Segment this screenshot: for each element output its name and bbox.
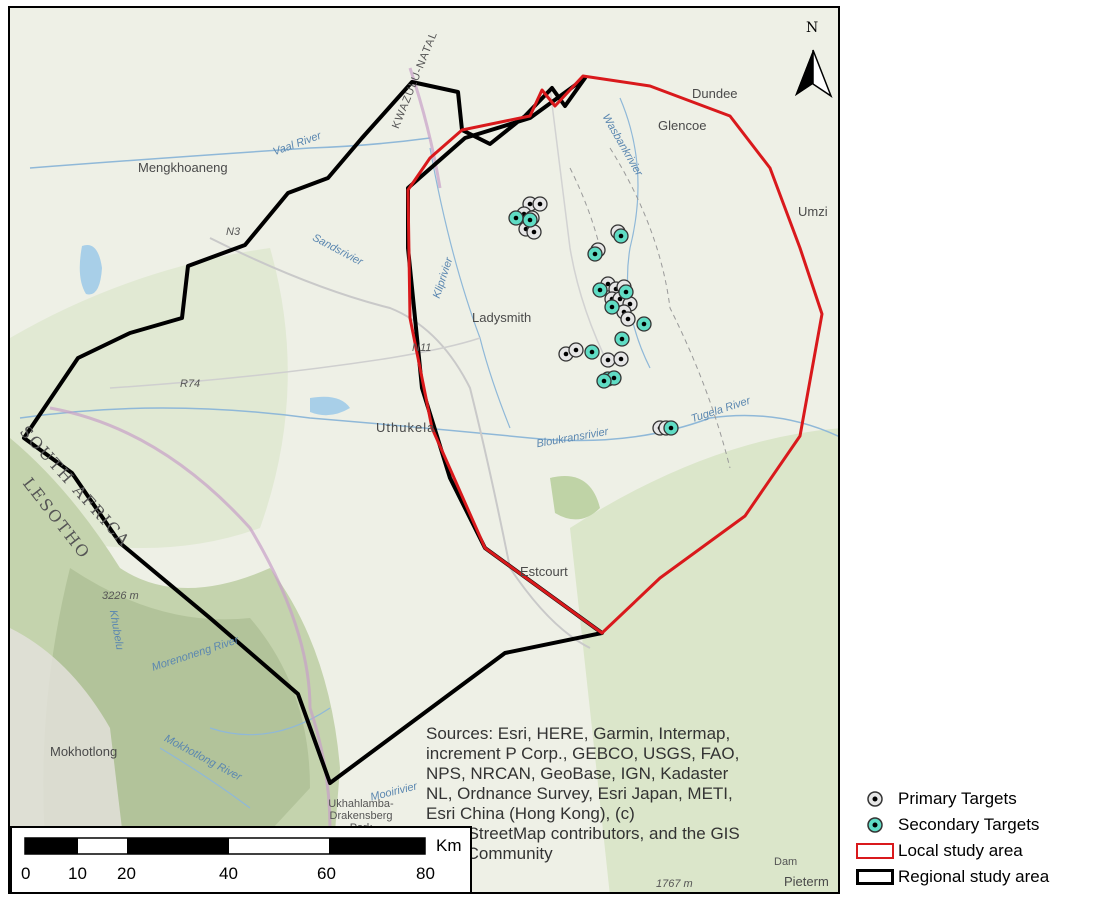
- target-center-dot: [513, 215, 519, 221]
- river-line: [159, 747, 251, 809]
- target-center-dot: [627, 301, 633, 307]
- province-border: [49, 406, 332, 829]
- vegetation-area: [10, 248, 288, 548]
- place-label-glencoe: Glencoe: [658, 118, 707, 133]
- regional-study-area: [22, 76, 604, 785]
- place-label-uthukela: Uthukela: [376, 420, 436, 435]
- targets-layer: [508, 196, 679, 436]
- local-study-area: [406, 74, 824, 635]
- river-line: [29, 137, 431, 169]
- legend-item-secondary: Secondary Targets: [852, 812, 1097, 838]
- river-line: [619, 97, 651, 369]
- road-label-r74: R74: [180, 378, 201, 390]
- vegetation-area: [570, 428, 838, 892]
- target-center-dot: [619, 336, 625, 342]
- road-line: [209, 237, 591, 649]
- place-label-pieterm: Pieterm: [784, 874, 829, 889]
- target-center-dot: [531, 229, 537, 235]
- place-label-mokhotlong: Mokhotlong: [50, 744, 118, 759]
- target-center-dot: [618, 233, 624, 239]
- attribution-line: OpenStreetMap contributors, and the GIS: [426, 824, 740, 843]
- place-label-dundee: Dundee: [692, 86, 738, 101]
- target-center-dot: [609, 304, 615, 310]
- target-center-dot: [527, 201, 533, 207]
- scale-unit: Km: [436, 836, 462, 855]
- scale-tick: 80: [416, 864, 435, 883]
- elevation-label: 1767 m: [656, 878, 693, 890]
- scale-tick: 0: [21, 864, 31, 883]
- map-legend: Primary Targets Secondary Targets Local …: [852, 786, 1097, 890]
- scale-tick: 10: [68, 864, 87, 883]
- attribution-line: User Community: [426, 844, 553, 863]
- target-center-dot: [625, 316, 631, 322]
- water-body: [310, 396, 350, 416]
- place-label-ladysmith: Ladysmith: [472, 310, 532, 325]
- place-label-mengkhoaneng: Mengkhoaneng: [138, 160, 228, 175]
- legend-item-local: Local study area: [852, 838, 1097, 864]
- scale-bar: Km 0 10 20 40 60 80: [10, 826, 472, 894]
- target-center-dot: [563, 351, 569, 357]
- river-line: [429, 147, 511, 429]
- attribution-line: Esri China (Hong Kong), (c): [426, 804, 635, 823]
- legend-label: Primary Targets: [898, 789, 1017, 808]
- attribution-line: Sources: Esri, HERE, Garmin, Intermap,: [426, 724, 731, 743]
- scale-tick: 40: [219, 864, 238, 883]
- river-line: [19, 407, 838, 442]
- legend-item-primary: Primary Targets: [852, 786, 1097, 812]
- place-label-estcourt: Estcourt: [520, 564, 568, 579]
- map-frame[interactable]: N Dundee Glencoe Umzi Mengkhoaneng Ladys…: [8, 6, 840, 894]
- legend-label: Regional study area: [898, 867, 1050, 886]
- target-center-dot: [573, 347, 579, 353]
- red-outline-box: [856, 843, 894, 859]
- target-center-dot: [641, 321, 647, 327]
- black-outline-box: [856, 869, 894, 885]
- road-line: [109, 337, 481, 389]
- scale-bar-graphic: [24, 837, 426, 855]
- target-center-dot: [618, 356, 624, 362]
- primary-target-icon: [867, 791, 883, 807]
- target-center-dot: [605, 357, 611, 363]
- target-center-dot: [668, 425, 674, 431]
- target-center-dot: [537, 201, 543, 207]
- place-label-umzi: Umzi: [798, 204, 828, 219]
- legend-label: Local study area: [898, 841, 1023, 860]
- road-label-n3: N3: [226, 226, 241, 238]
- north-arrow-icon: [795, 49, 833, 98]
- target-center-dot: [601, 378, 607, 384]
- attribution-line: NL, Ordnance Survey, Esri Japan, METI,: [426, 784, 733, 803]
- attribution-line: NPS, NRCAN, GeoBase, IGN, Kadaster: [426, 764, 729, 783]
- north-label: N: [806, 20, 819, 36]
- target-center-dot: [597, 287, 603, 293]
- road-line: [549, 87, 611, 369]
- scale-tick: 60: [317, 864, 336, 883]
- scale-tick: 20: [117, 864, 136, 883]
- target-center-dot: [592, 251, 598, 257]
- attribution-line: increment P Corp., GEBCO, USGS, FAO,: [426, 744, 740, 763]
- target-center-dot: [589, 349, 595, 355]
- secondary-target-icon: [867, 817, 883, 833]
- target-center-dot: [605, 281, 611, 287]
- boundary-dashed: [609, 147, 731, 469]
- elevation-label: 3226 m: [102, 590, 139, 602]
- vegetation-area: [550, 476, 600, 520]
- river-line: [209, 707, 331, 736]
- target-center-dot: [623, 289, 629, 295]
- target-center-dot: [527, 217, 533, 223]
- water-body: [79, 244, 102, 295]
- legend-item-regional: Regional study area: [852, 864, 1097, 890]
- dam-label: Dam: [774, 856, 798, 868]
- target-center-dot: [611, 375, 617, 381]
- map-attribution: Sources: Esri, HERE, Garmin, Intermap, i…: [426, 724, 838, 864]
- legend-label: Secondary Targets: [898, 815, 1040, 834]
- road-label-n11: N11: [412, 342, 432, 354]
